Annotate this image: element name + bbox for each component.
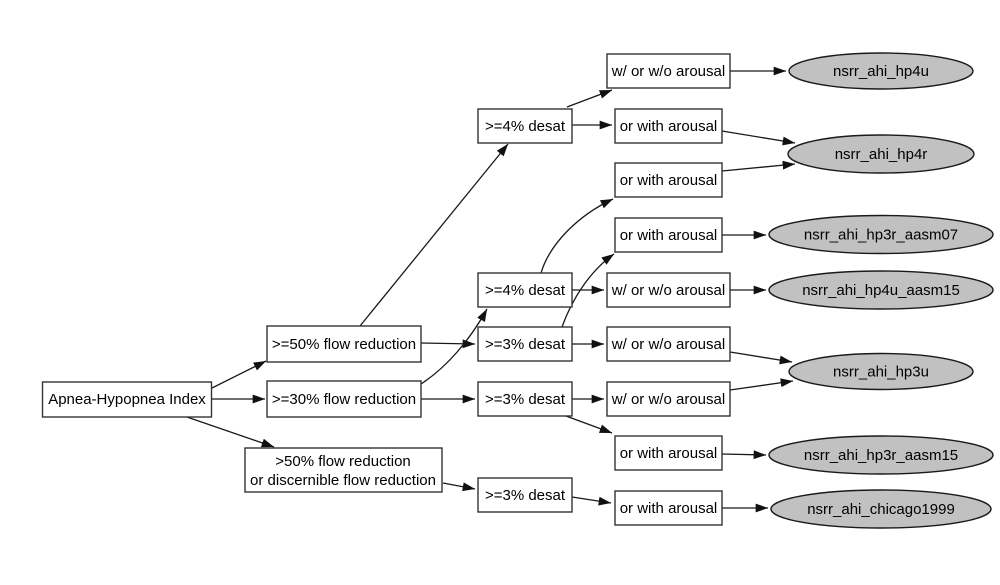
edge-arousal-wo-4-hp3u [729,378,794,391]
node-hp3r-aasm15: nsrr_ahi_hp3r_aasm15 [768,435,994,475]
node-flow50d: >50% flow reduction or discernible flow … [244,447,443,493]
edge-desat4-mid-arousal-w-2 [540,198,614,274]
node-arousal-w-3: or with arousal [614,217,723,253]
node-hp3u: nsrr_ahi_hp3u [788,352,974,391]
node-flow50d-label-line1: >50% flow reduction [275,453,411,470]
node-flow30: >=30% flow reduction [266,380,422,418]
node-arousal-wo-2: w/ or w/o arousal [606,272,731,308]
edge-desat3-a-arousal-w-3 [561,253,615,328]
node-arousal-w-5-label: or with arousal [620,500,718,517]
node-hp3u-label: nsrr_ahi_hp3u [833,364,929,381]
edge-desat3-c-arousal-w-5 [571,496,612,506]
node-arousal-w-4-label: or with arousal [620,445,718,462]
edge-flow50-desat3-a [420,339,476,349]
node-chicago1999: nsrr_ahi_chicago1999 [770,489,992,529]
node-hp3r-aasm15-label: nsrr_ahi_hp3r_aasm15 [804,447,958,464]
node-ahi: Apnea-Hypopnea Index [41,381,213,418]
node-arousal-wo-3: w/ or w/o arousal [606,326,731,362]
edge-desat3-b-arousal-w-4 [565,415,613,434]
node-arousal-wo-2-label: w/ or w/o arousal [611,282,725,299]
edge-desat4-top-arousal-wo-1 [566,89,613,108]
node-arousal-wo-4: w/ or w/o arousal [606,381,731,417]
node-arousal-w-1-label: or with arousal [620,118,718,135]
node-hp4r-label: nsrr_ahi_hp4r [835,146,928,163]
node-hp3r-aasm07-label: nsrr_ahi_hp3r_aasm07 [804,227,958,244]
node-desat4-mid: >=4% desat [477,272,573,308]
node-arousal-w-4: or with arousal [614,435,723,471]
edge-ahi-flow50 [211,360,267,389]
edge-arousal-wo-3-hp3u [729,351,793,365]
node-desat4-top: >=4% desat [477,108,573,144]
node-desat3-b: >=3% desat [477,381,573,417]
node-arousal-w-1: or with arousal [614,108,723,144]
node-arousal-wo-4-label: w/ or w/o arousal [611,391,725,408]
edge-ahi-flow50d [183,415,275,448]
node-arousal-w-3-label: or with arousal [620,227,718,244]
node-hp4u-aasm15: nsrr_ahi_hp4u_aasm15 [768,270,994,310]
node-flow30-label: >=30% flow reduction [272,391,416,408]
node-desat3-b-label: >=3% desat [485,391,566,408]
edge-flow30-desat4-mid [420,308,488,385]
edge-arousal-w-1-hp4r [721,130,796,146]
edge-arousal-w-2-hp4r [721,160,796,172]
node-flow50: >=50% flow reduction [266,325,422,363]
node-arousal-wo-1-label: w/ or w/o arousal [611,63,725,80]
node-desat4-top-label: >=4% desat [485,118,566,135]
node-desat3-c: >=3% desat [477,477,573,513]
node-ahi-label: Apnea-Hypopnea Index [48,391,206,408]
node-desat3-a-label: >=3% desat [485,336,566,353]
node-hp4r: nsrr_ahi_hp4r [787,134,975,174]
node-arousal-wo-1: w/ or w/o arousal [606,53,731,89]
node-flow50-label: >=50% flow reduction [272,336,416,353]
node-desat4-mid-label: >=4% desat [485,282,566,299]
node-arousal-w-2: or with arousal [614,162,723,198]
node-chicago1999-label: nsrr_ahi_chicago1999 [807,501,955,518]
node-hp4u-aasm15-label: nsrr_ahi_hp4u_aasm15 [802,282,960,299]
node-hp3r-aasm07: nsrr_ahi_hp3r_aasm07 [768,214,994,255]
edge-group [183,66,796,513]
node-hp4u: nsrr_ahi_hp4u [788,52,974,90]
node-arousal-w-2-label: or with arousal [620,172,718,189]
node-arousal-w-5: or with arousal [614,490,723,526]
node-flow50d-label-line2: or discernible flow reduction [250,472,436,489]
edge-arousal-w-4-hp3r-aasm15 [721,450,767,460]
node-desat3-a: >=3% desat [477,326,573,362]
node-desat3-c-label: >=3% desat [485,487,566,504]
edge-flow50-desat4-top [359,143,509,327]
node-arousal-wo-3-label: w/ or w/o arousal [611,336,725,353]
edge-flow50d-desat3-c [442,482,476,492]
node-hp4u-label: nsrr_ahi_hp4u [833,63,929,80]
